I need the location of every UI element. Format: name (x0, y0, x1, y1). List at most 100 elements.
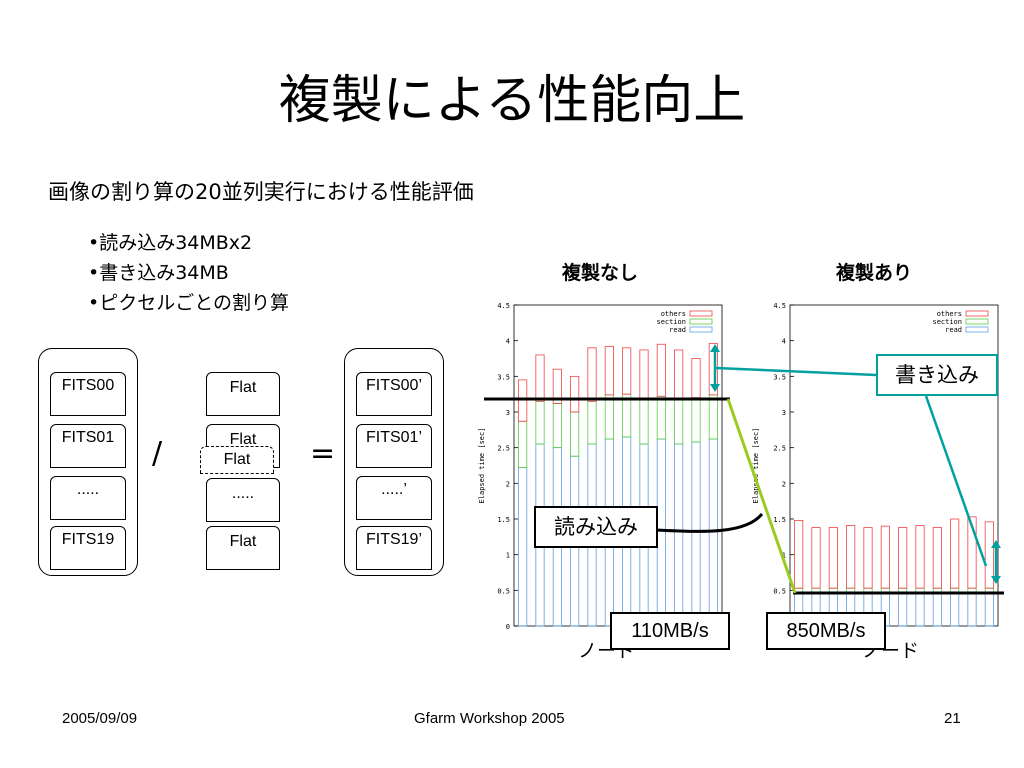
bar-others-replica (828, 527, 838, 589)
legend-label-others-replica: others (937, 310, 962, 318)
y-tick-label-no-replica: 1 (506, 552, 510, 560)
doc-fits19-out: FITS19’ (356, 526, 432, 570)
y-tick-label-no-replica: 0 (506, 623, 510, 631)
read-pointer-line (655, 512, 764, 533)
y-axis-label-no-replica: Elapsed time [sec] (478, 428, 486, 504)
bar-section-no-replica (656, 395, 666, 440)
bar-section-no-replica (570, 411, 580, 457)
legend-label-read-no-replica: read (669, 326, 686, 334)
bar-others-no-replica (622, 347, 632, 395)
bar-read-replica (898, 593, 908, 627)
bar-others-replica (898, 527, 908, 589)
bar-section-no-replica (639, 399, 649, 445)
y-tick-label-replica: 4 (782, 338, 786, 346)
doc-fits01-out: FITS01’ (356, 424, 432, 468)
bar-others-replica (863, 527, 873, 589)
bullet-read: •読み込み34MBx2 (88, 232, 253, 254)
bar-others-no-replica (656, 343, 666, 397)
bar-read-no-replica (691, 441, 701, 627)
footer-date: 2005/09/09 (62, 710, 138, 727)
y-tick-label-replica: 3 (782, 409, 786, 417)
bar-read-replica (932, 593, 942, 627)
y-tick-label-no-replica: 3 (506, 409, 510, 417)
bar-others-replica (967, 516, 977, 589)
bar-others-no-replica (552, 368, 562, 404)
legend-swatch-others-replica (965, 310, 989, 317)
bar-section-no-replica (604, 394, 614, 440)
doc-flat-3: Flat (200, 446, 274, 474)
plot-frame-no-replica (513, 304, 723, 627)
y-tick-label-no-replica: 2 (506, 480, 510, 488)
y-tick-label-no-replica: 3.5 (497, 373, 510, 381)
bar-others-replica (846, 525, 856, 589)
bar-others-no-replica (639, 349, 649, 401)
rate-box-replica: 850MB/s (766, 612, 886, 650)
bar-others-replica (811, 527, 821, 589)
doc-flat-ellipsis: ..... (206, 478, 280, 522)
legend-label-read-replica: read (945, 326, 962, 334)
bar-read-no-replica (674, 443, 684, 627)
y-tick-label-replica: 1.5 (773, 516, 786, 524)
bar-read-replica (950, 593, 960, 627)
chart-title-replica: 複製あり (836, 262, 913, 284)
chart-title-no-replica: 複製なし (562, 262, 639, 284)
write-arrow-replica-head-top (991, 540, 1001, 548)
y-tick-label-replica: 2.5 (773, 445, 786, 453)
bar-section-no-replica (708, 394, 718, 440)
rate-box-no-replica: 110MB/s (610, 612, 730, 650)
bar-others-no-replica (518, 379, 528, 422)
bar-read-no-replica (518, 467, 528, 627)
write-pointer-right (924, 395, 988, 567)
equals-operator: = (310, 436, 336, 471)
legend-label-others-no-replica: others (661, 310, 686, 318)
bar-others-no-replica (691, 358, 701, 399)
bar-section-no-replica (674, 399, 684, 445)
doc-ellipsis: ..... (50, 476, 126, 520)
y-tick-label-no-replica: 4 (506, 338, 510, 346)
input-files-group (38, 348, 138, 576)
write-arrow-no-replica-head-top (710, 344, 720, 352)
bar-others-replica (880, 525, 890, 589)
y-tick-label-no-replica: 4.5 (497, 302, 510, 310)
bar-others-replica (950, 518, 960, 589)
y-tick-label-replica: 0.5 (773, 587, 786, 595)
doc-fits19: FITS19 (50, 526, 126, 570)
speedup-line (726, 398, 797, 594)
slide-subtitle: 画像の割り算の20並列実行における性能評価 (48, 180, 474, 204)
write-callout: 書き込み (876, 354, 998, 396)
doc-fits00: FITS00 (50, 372, 126, 416)
y-tick-label-replica: 1 (782, 552, 786, 560)
bar-section-no-replica (587, 400, 597, 445)
bar-others-no-replica (587, 347, 597, 402)
bar-read-replica (967, 593, 977, 627)
bar-others-no-replica (535, 354, 545, 402)
doc-flat-1: Flat (206, 372, 280, 416)
read-callout: 読み込み (534, 506, 658, 548)
bar-others-no-replica (604, 345, 614, 396)
legend-label-section-no-replica: section (656, 318, 686, 326)
bar-others-replica (984, 521, 994, 589)
legend-swatch-others-no-replica (689, 310, 713, 317)
bullet-write: •書き込み34MB (88, 262, 229, 284)
write-pointer-left (715, 366, 877, 377)
slide-title: 複製による性能向上 (278, 71, 746, 131)
doc-fits01: FITS01 (50, 424, 126, 468)
bullet-divide: •ピクセルごとの割り算 (88, 292, 290, 314)
y-tick-label-replica: 2 (782, 480, 786, 488)
y-tick-label-no-replica: 0.5 (497, 587, 510, 595)
bar-read-replica (984, 593, 994, 627)
write-arrow-replica-head-bottom (991, 576, 1001, 584)
footer-event: Gfarm Workshop 2005 (414, 710, 565, 727)
bar-section-no-replica (552, 403, 562, 449)
bar-section-no-replica (691, 397, 701, 443)
footer-page: 21 (944, 710, 961, 727)
bar-others-replica (932, 527, 942, 589)
y-tick-label-replica: 4.5 (773, 302, 786, 310)
bar-others-replica (915, 525, 925, 589)
y-axis-label-replica: Elapsed time [sec] (752, 428, 760, 504)
legend-label-section-replica: section (932, 318, 962, 326)
legend-swatch-read-no-replica (689, 326, 713, 333)
write-arrow-no-replica-head-bottom (710, 384, 720, 392)
bar-section-no-replica (518, 420, 528, 469)
